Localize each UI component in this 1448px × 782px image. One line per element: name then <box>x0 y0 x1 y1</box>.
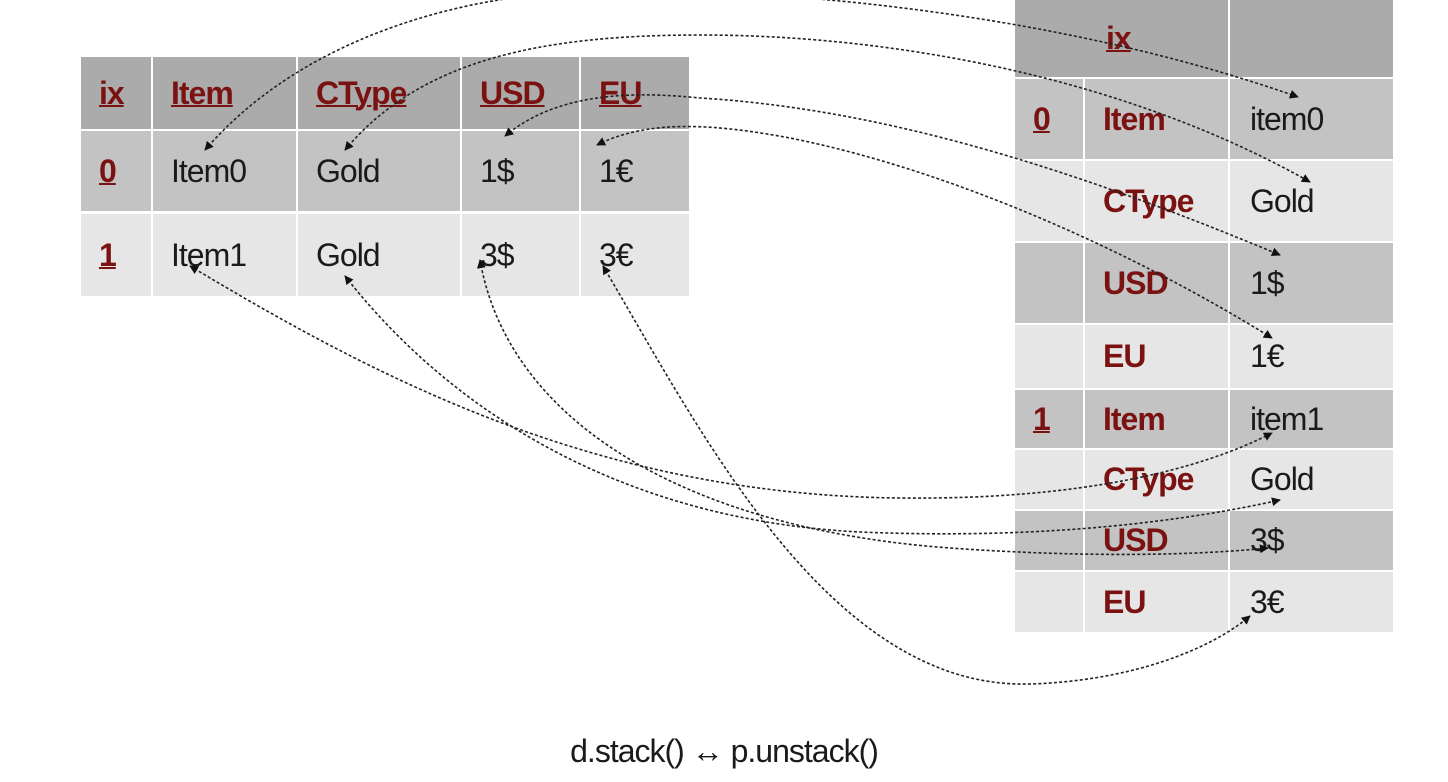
right-header-empty <box>1230 0 1393 77</box>
left-row0-ix-value: 0 <box>99 152 117 189</box>
caption: d.stack() ↔ p.unstack() <box>570 733 879 769</box>
left-row1-ix-value: 1 <box>99 236 117 273</box>
arrow-item1 <box>189 265 1273 499</box>
arrow-eu0 <box>596 125 1273 339</box>
left-header-ix-label: ix <box>99 74 125 111</box>
arrow-eu1 <box>602 265 1251 685</box>
left-header-ix: ix <box>81 57 151 129</box>
arrow-ctype0 <box>344 34 1311 183</box>
arrow-usd1 <box>476 259 1269 556</box>
right-row7-value: 3€ <box>1230 572 1393 632</box>
left-row1-ix: 1 <box>81 214 151 296</box>
arrow-item0 <box>204 0 1299 151</box>
arrow-ctype1 <box>344 275 1281 535</box>
arrow-usd0 <box>504 94 1281 257</box>
left-row0-ix: 0 <box>81 131 151 211</box>
right-header-ix-label: ix <box>1106 20 1132 56</box>
